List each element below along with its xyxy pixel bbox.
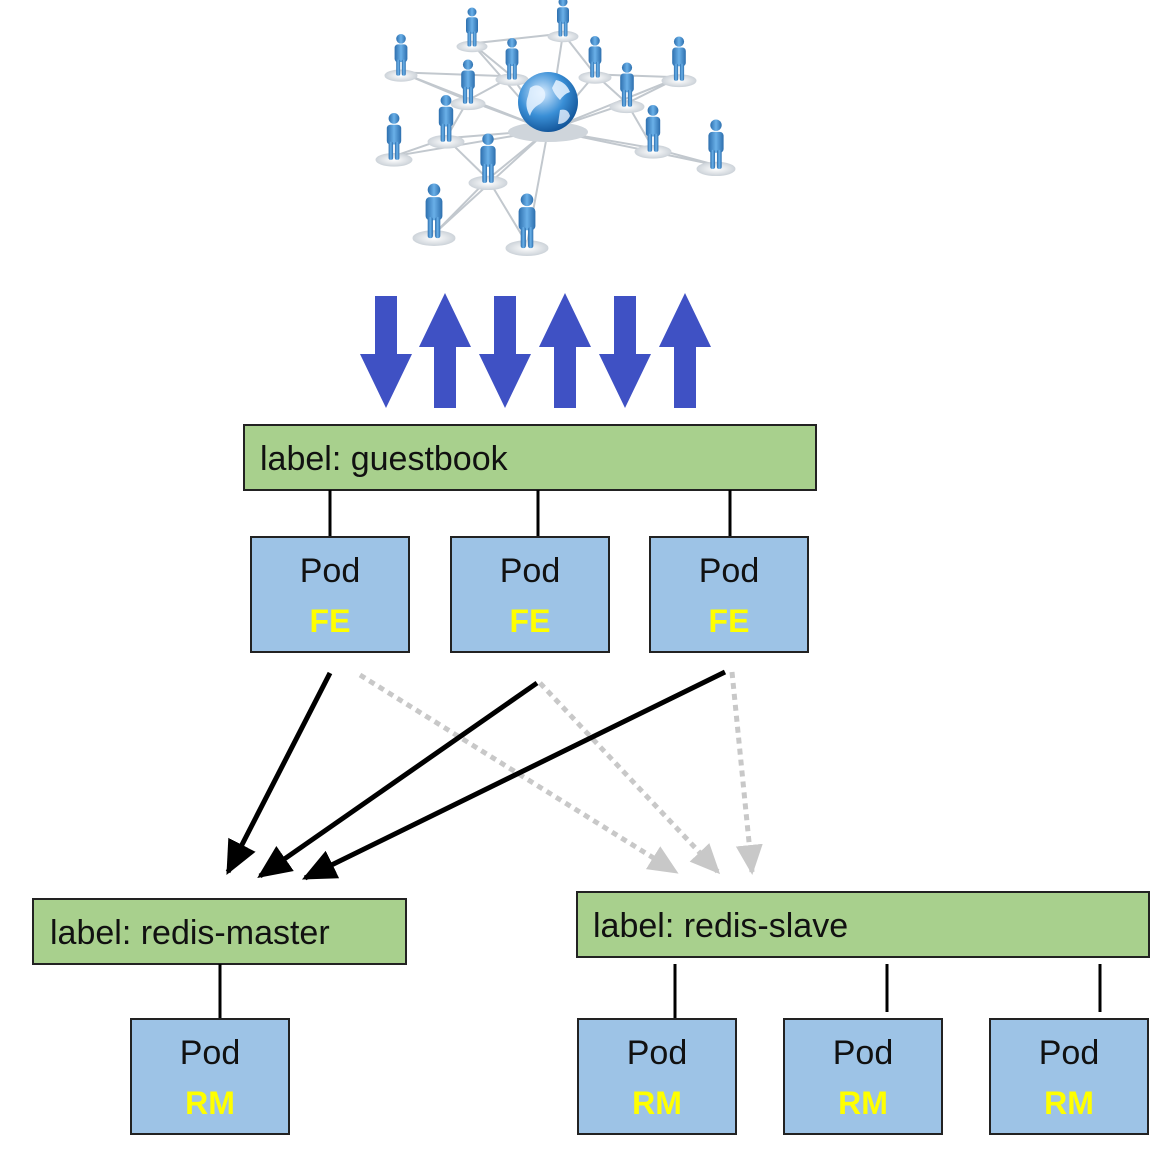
user-icon bbox=[609, 62, 645, 114]
pod-title: Pod bbox=[180, 1034, 241, 1072]
arrow-down-icon bbox=[360, 296, 412, 408]
arrow-down-icon bbox=[599, 296, 651, 408]
user-icon bbox=[468, 133, 508, 191]
guestbook-label-box: label: guestbook bbox=[243, 424, 817, 491]
redis-slave-label-box: label: redis-slave bbox=[576, 891, 1150, 958]
pod-title: Pod bbox=[833, 1034, 894, 1072]
pod-role: RM bbox=[632, 1085, 682, 1121]
arrow-down-icon bbox=[479, 296, 531, 408]
fe-pod-2: Pod FE bbox=[450, 536, 610, 653]
user-icon bbox=[427, 95, 465, 149]
arrow-up-icon bbox=[419, 293, 471, 408]
arrow-fe3-to-slave bbox=[729, 671, 763, 875]
user-icon bbox=[634, 105, 672, 159]
redis-slave-connectors bbox=[673, 964, 1102, 1019]
pod-title: Pod bbox=[627, 1034, 688, 1072]
pod-role: FE bbox=[510, 603, 551, 639]
master-arrows bbox=[225, 669, 727, 881]
pod-role: RM bbox=[838, 1085, 888, 1121]
pod-role: FE bbox=[310, 603, 351, 639]
rm-slave-pod-1: Pod RM bbox=[577, 1018, 737, 1135]
user-network-icon bbox=[375, 0, 736, 256]
user-icon bbox=[384, 34, 418, 82]
arrow-fe1-to-slave bbox=[358, 672, 679, 875]
fe-pod-3: Pod FE bbox=[649, 536, 809, 653]
user-icon bbox=[456, 7, 488, 53]
user-icon bbox=[696, 119, 736, 177]
user-icon bbox=[495, 38, 529, 86]
user-icon bbox=[412, 183, 456, 246]
pod-title: Pod bbox=[300, 552, 361, 590]
arrow-fe2-to-slave bbox=[538, 681, 721, 875]
redis-slave-label-text: label: redis-slave bbox=[593, 907, 848, 945]
user-icon bbox=[505, 193, 549, 256]
globe-icon bbox=[508, 72, 588, 142]
user-icon bbox=[547, 0, 579, 43]
rm-master-pod: Pod RM bbox=[130, 1018, 290, 1135]
pod-title: Pod bbox=[699, 552, 760, 590]
redis-master-label-text: label: redis-master bbox=[50, 914, 330, 952]
users-network-illustration bbox=[375, 0, 736, 256]
guestbook-label-text: label: guestbook bbox=[260, 440, 509, 478]
fe-pod-1: Pod FE bbox=[250, 536, 410, 653]
arrow-up-icon bbox=[659, 293, 711, 408]
arrow-fe2-to-master bbox=[257, 680, 539, 879]
arrow-up-icon bbox=[539, 293, 591, 408]
user-icon bbox=[450, 59, 486, 111]
traffic-arrows bbox=[360, 293, 711, 408]
arrow-fe3-to-master bbox=[301, 669, 727, 881]
pod-role: RM bbox=[1044, 1085, 1094, 1121]
redis-master-label-box: label: redis-master bbox=[32, 898, 407, 965]
user-icon bbox=[578, 36, 612, 84]
slave-arrows bbox=[358, 671, 763, 875]
pod-role: FE bbox=[709, 603, 750, 639]
pod-title: Pod bbox=[500, 552, 561, 590]
rm-slave-pod-3: Pod RM bbox=[989, 1018, 1149, 1135]
rm-slave-pod-2: Pod RM bbox=[783, 1018, 943, 1135]
user-icon bbox=[375, 113, 413, 167]
user-icon bbox=[661, 36, 697, 88]
arrow-fe1-to-master bbox=[225, 671, 333, 876]
pod-role: RM bbox=[185, 1085, 235, 1121]
pod-title: Pod bbox=[1039, 1034, 1100, 1072]
